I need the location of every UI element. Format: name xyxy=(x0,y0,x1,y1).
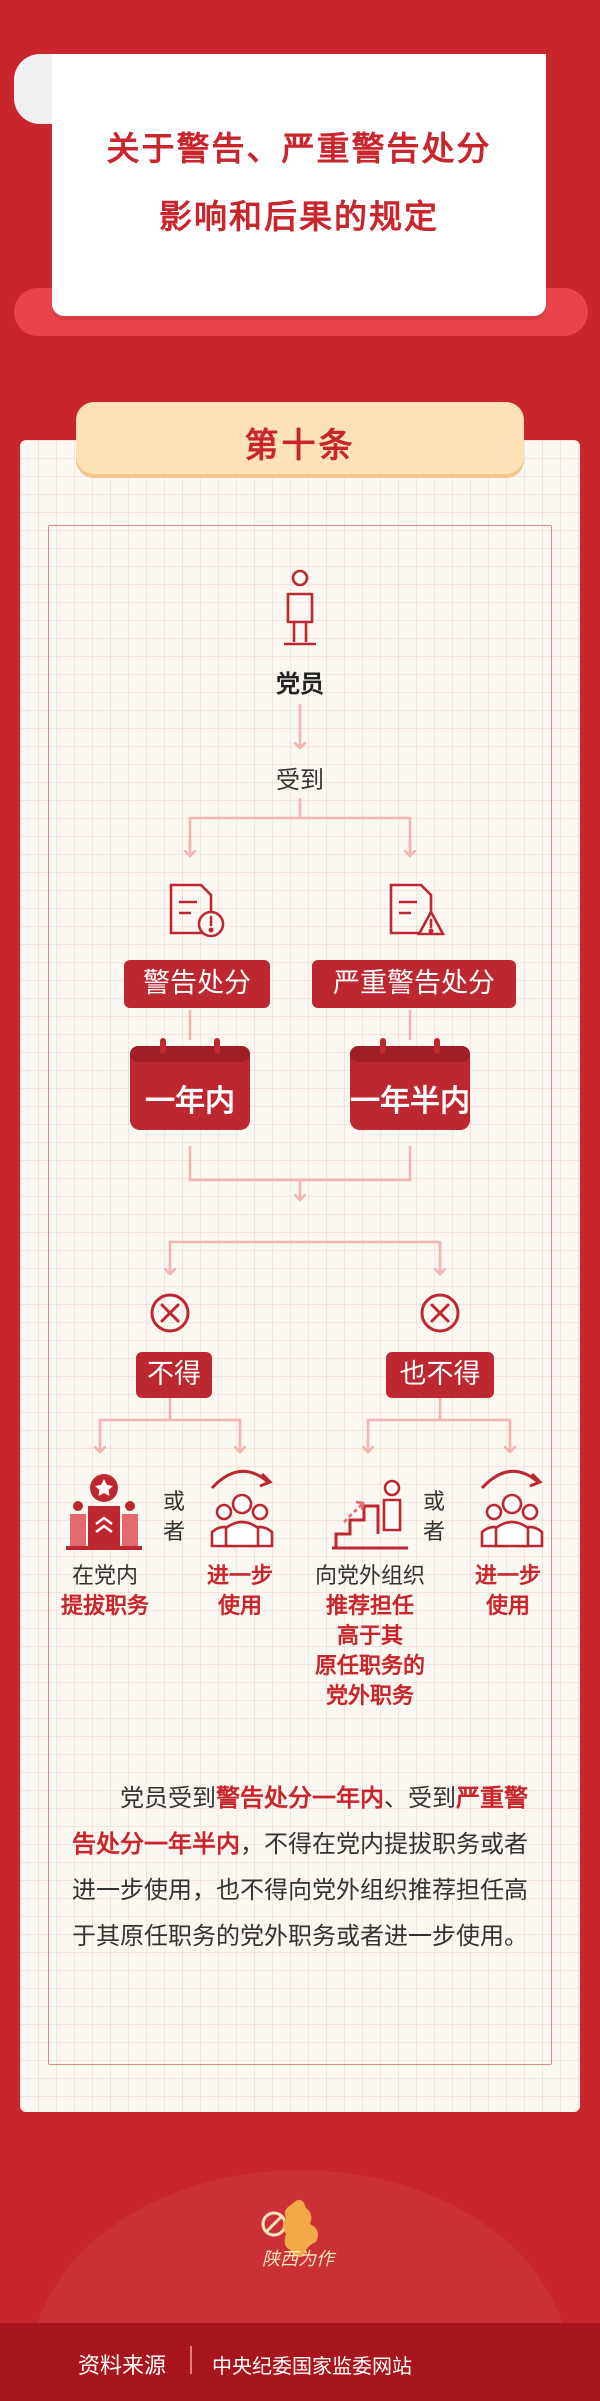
receive-label: 受到 xyxy=(276,766,324,794)
serious-warning-penalty-box: 严重警告处分 xyxy=(312,960,516,1008)
source-name[interactable]: 中央纪委国家监委网站 xyxy=(212,2354,412,2378)
footer-separator xyxy=(190,2346,192,2374)
promote-in-party-line-1: 在党内 xyxy=(71,1564,138,1589)
title-scroll xyxy=(0,0,600,360)
further-use-left-line-2: 使用 xyxy=(217,1594,262,1619)
recommend-outside-line-4: 原任职务的 xyxy=(314,1654,425,1679)
source-label: 资料来源 xyxy=(78,2354,167,2379)
article-paragraph: 党员受到警告处分一年内、受到严重警告处分一年半内，不得在党内提拔职务或者进一步使… xyxy=(72,1775,532,1959)
page-title-line-1: 关于警告、严重警告处分 xyxy=(106,129,492,168)
recommend-outside-line-2: 推荐担任 xyxy=(325,1594,414,1619)
para-text-2: 、受到 xyxy=(384,1784,456,1812)
or-line-1: 或 xyxy=(422,1490,445,1515)
para-highlight-1: 警告处分一年内 xyxy=(216,1784,384,1812)
content-frame xyxy=(48,525,552,2065)
duration-one-and-half-year: 一年半内 xyxy=(350,1084,470,1119)
page-title-line-2: 影响和后果的规定 xyxy=(159,197,439,236)
para-text-1: 党员受到 xyxy=(120,1784,216,1812)
party-member-label: 党员 xyxy=(276,670,324,698)
or-line-2: 者 xyxy=(422,1520,445,1545)
prohibit-box-left: 不得 xyxy=(136,1352,212,1398)
promote-in-party-line-2: 提拔职务 xyxy=(60,1594,149,1619)
article-number: 第十条 xyxy=(244,426,356,466)
duration-one-year: 一年内 xyxy=(145,1084,235,1119)
further-use-left-line-1: 进一步 xyxy=(206,1564,273,1589)
footer-bar xyxy=(0,2323,600,2401)
further-use-right-line-1: 进一步 xyxy=(474,1564,541,1589)
recommend-outside-line-1: 向党外组织 xyxy=(314,1564,425,1589)
prohibit-box-right: 也不得 xyxy=(386,1352,494,1398)
para-highlight-2: 严重警告处分一年半内 xyxy=(72,1784,528,1858)
para-text-3: ，不得在党内提拔职务或者进一步使用，也不得向党外组织推荐担任高于其原任职务的党外… xyxy=(72,1830,528,1950)
recommend-outside-line-5: 党外职务 xyxy=(325,1684,414,1709)
emblem-logo-text: 陕西为作 xyxy=(262,2249,334,2270)
scroll-paper xyxy=(52,54,546,316)
or-label-right: 或 者 xyxy=(420,1488,448,1548)
further-use-right-line-2: 使用 xyxy=(485,1594,530,1619)
or-line-1: 或 xyxy=(162,1490,185,1515)
recommend-outside-line-3: 高于其 xyxy=(336,1624,403,1649)
article-tab xyxy=(76,402,524,474)
or-line-2: 者 xyxy=(162,1520,185,1545)
or-label-left: 或 者 xyxy=(160,1488,188,1548)
warning-penalty-box: 警告处分 xyxy=(124,960,270,1008)
